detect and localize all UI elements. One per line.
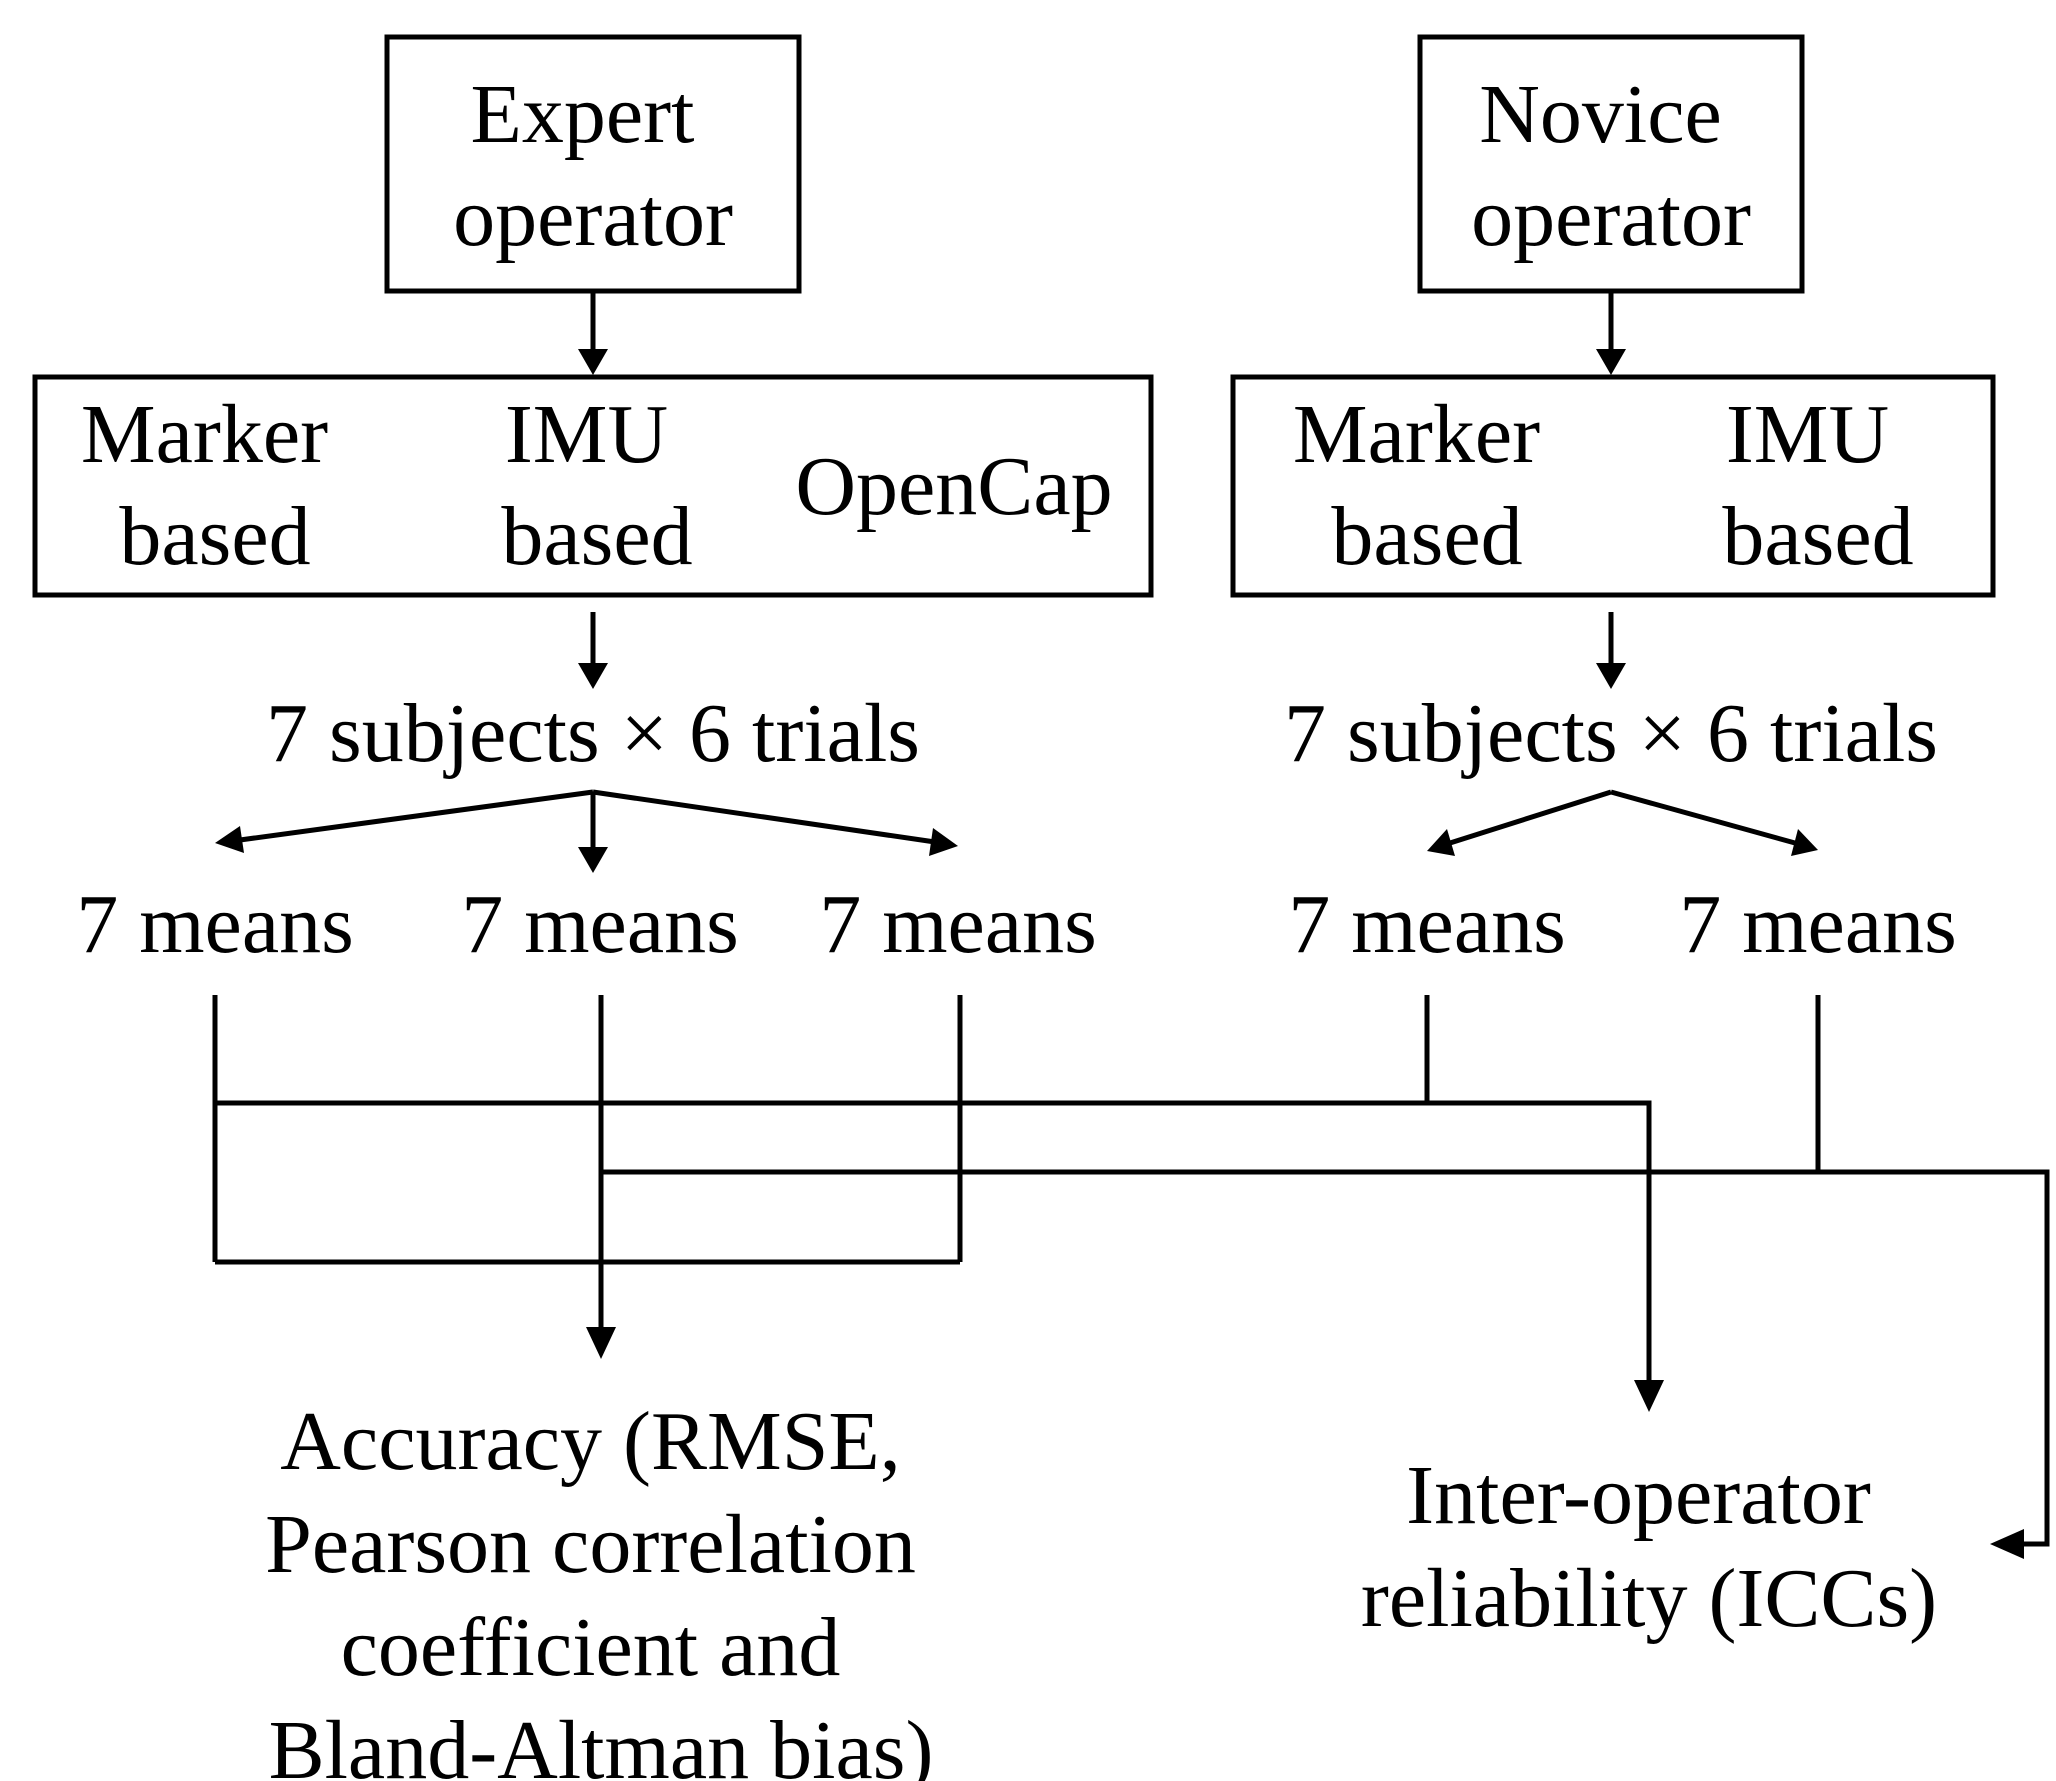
arrowhead-icon [586, 1327, 616, 1359]
expert-fan-right [592, 789, 936, 845]
expert-fan-left [239, 789, 594, 843]
arrowhead-icon [929, 828, 958, 856]
accuracy-outcome-label: Accuracy (RMSE, Pearson correlation coef… [265, 1395, 937, 1781]
expert-operator-label: Expert operator [453, 68, 733, 264]
novice-imu-label: IMU based [1722, 388, 1913, 583]
novice-operator-label: Novice operator [1471, 68, 1751, 264]
novice-marker-label: Marker based [1293, 388, 1561, 583]
expert-marker-means: 7 means [76, 878, 354, 971]
expert-opencap-means: 7 means [819, 878, 1097, 971]
reliability-outcome-label: Inter-operator reliability (ICCs) [1361, 1449, 1937, 1645]
arrowhead-icon [578, 847, 608, 873]
novice-methods-box [1230, 374, 1996, 598]
arrowhead-icon [1427, 829, 1455, 856]
arrowhead-icon [578, 349, 608, 375]
novice-fan-right [1610, 789, 1796, 846]
imu-reliability-connector [601, 1169, 2050, 1547]
arrowhead-icon [1791, 829, 1818, 856]
arrowhead-icon [1596, 663, 1626, 689]
expert-marker-label: Marker based [81, 388, 349, 583]
marker-reliability-connector [215, 1100, 1652, 1383]
expert-opencap-label: OpenCap [795, 440, 1112, 533]
arrowhead-icon [1990, 1529, 2024, 1559]
novice-marker-means: 7 means [1288, 878, 1566, 971]
expert-imu-label: IMU based [501, 388, 692, 583]
expert-methods-box [32, 374, 1154, 598]
novice-imu-means: 7 means [1679, 878, 1957, 971]
arrowhead-icon [215, 826, 244, 853]
novice-design-label: 7 subjects × 6 trials [1284, 687, 1938, 780]
arrowhead-icon [1596, 349, 1626, 375]
novice-fan-left [1449, 789, 1612, 846]
arrowhead-icon [1634, 1380, 1664, 1412]
expert-imu-means: 7 means [461, 878, 739, 971]
arrowhead-icon [578, 663, 608, 689]
expert-design-label: 7 subjects × 6 trials [266, 687, 920, 780]
